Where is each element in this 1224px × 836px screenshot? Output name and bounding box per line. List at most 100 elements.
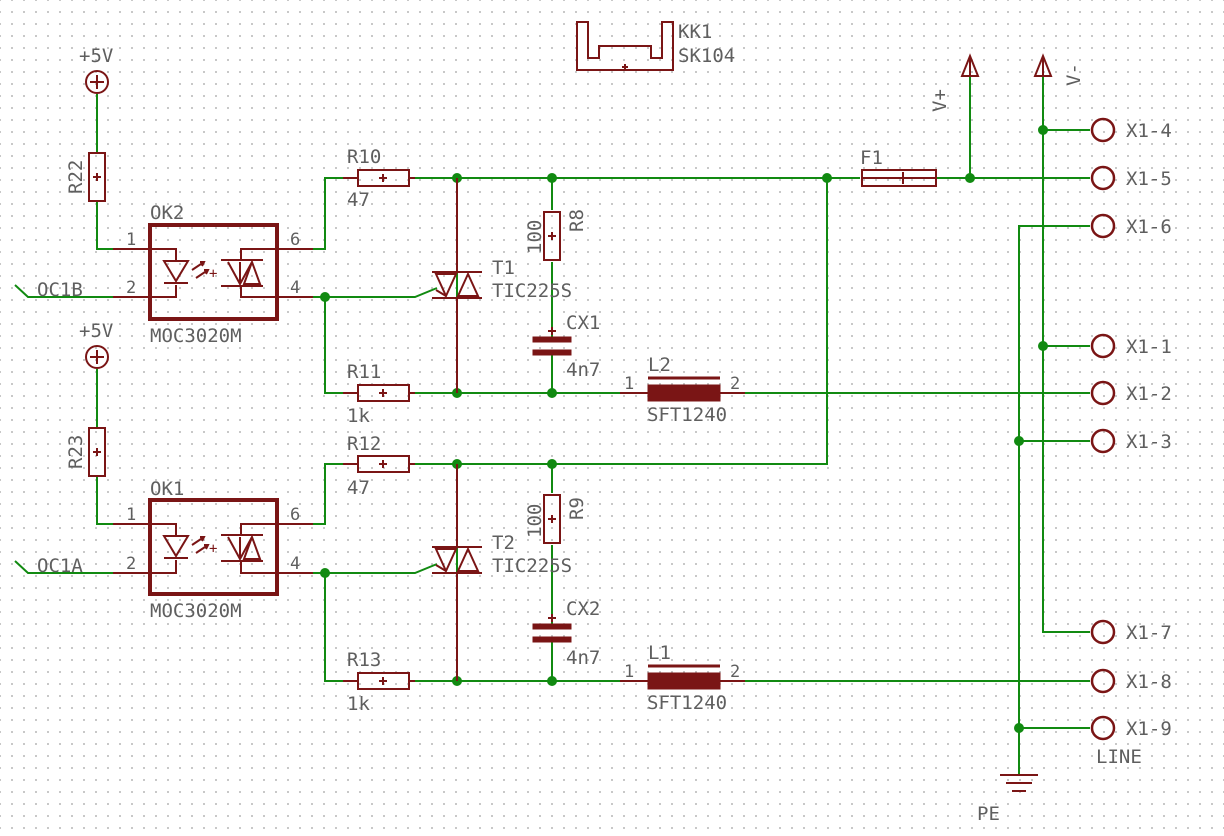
fuse-f1: F1 bbox=[860, 147, 937, 187]
resistor-r22: R22 bbox=[65, 152, 106, 202]
vcc-label: +5V bbox=[79, 45, 113, 67]
junction bbox=[1038, 125, 1048, 135]
triac-name: T2 bbox=[492, 532, 515, 554]
triac-name: T1 bbox=[492, 257, 515, 279]
terminal-x1-4: X1-4 bbox=[1090, 117, 1172, 143]
terminal-label: X1-4 bbox=[1126, 120, 1172, 142]
resistor-name: R8 bbox=[566, 209, 588, 232]
opto-name: OK1 bbox=[150, 478, 184, 500]
signal-label: OC1A bbox=[37, 555, 83, 577]
junction bbox=[320, 568, 330, 578]
inductor-pin-2: 2 bbox=[730, 662, 740, 682]
junction bbox=[547, 459, 557, 469]
heatsink-name: KK1 bbox=[678, 21, 712, 43]
terminal-x1-9: X1-9 bbox=[1090, 715, 1172, 741]
inductor-name: L2 bbox=[648, 354, 671, 376]
inductor-value: SFT1240 bbox=[647, 404, 727, 426]
junction bbox=[1038, 341, 1048, 351]
terminal-label: X1-8 bbox=[1126, 671, 1172, 693]
inductor-pin-1: 1 bbox=[624, 374, 634, 394]
junction bbox=[547, 388, 557, 398]
opto-pin-1: 1 bbox=[126, 505, 136, 525]
terminal-x1-5: X1-5 bbox=[1090, 165, 1172, 191]
opto-pin-6: 6 bbox=[290, 505, 300, 525]
junction bbox=[1014, 436, 1024, 446]
vcc-symbol-2: +5V bbox=[79, 320, 113, 369]
opto-pin-2: 2 bbox=[126, 278, 136, 298]
terminal-label: X1-6 bbox=[1126, 216, 1172, 238]
resistor-name: R12 bbox=[347, 433, 381, 455]
terminal-x1-7: X1-7 bbox=[1090, 619, 1172, 645]
inductor-pin-2: 2 bbox=[730, 374, 740, 394]
triac-value: TIC225S bbox=[492, 280, 572, 302]
resistor-name: R22 bbox=[65, 160, 87, 194]
opto-pin-1: 1 bbox=[126, 230, 136, 250]
wire-pe bbox=[1018, 225, 1090, 775]
wire-rail-bridge bbox=[415, 178, 828, 465]
resistor-r23: R23 bbox=[65, 427, 106, 477]
ground-symbol: PE bbox=[977, 774, 1038, 825]
opto-pin-4: 4 bbox=[290, 554, 300, 574]
resistor-name: R13 bbox=[347, 649, 381, 671]
wire-vminus bbox=[1042, 76, 1090, 633]
resistor-r13: R13 1k bbox=[343, 649, 415, 715]
terminal-label: X1-2 bbox=[1126, 383, 1172, 405]
resistor-name: R9 bbox=[566, 497, 588, 520]
resistor-value: 47 bbox=[347, 477, 370, 499]
junction bbox=[547, 173, 557, 183]
junction bbox=[320, 292, 330, 302]
resistor-value: 47 bbox=[347, 189, 370, 211]
opto-pin-4: 4 bbox=[290, 278, 300, 298]
terminal-x1-2: X1-2 bbox=[1090, 380, 1172, 406]
junction bbox=[547, 676, 557, 686]
junction bbox=[1014, 723, 1024, 733]
terminal-label: X1-5 bbox=[1126, 168, 1172, 190]
opto-value: MOC3020M bbox=[150, 600, 242, 622]
capacitor-value: 4n7 bbox=[566, 359, 600, 381]
signal-label: OC1B bbox=[37, 279, 83, 301]
junction bbox=[965, 173, 975, 183]
resistor-r10: R10 47 bbox=[343, 146, 415, 211]
inductor-name: L1 bbox=[648, 642, 671, 664]
junctions bbox=[320, 125, 1048, 733]
terminal-x1-6: X1-6 bbox=[1090, 213, 1172, 239]
terminal-label: X1-7 bbox=[1126, 622, 1172, 644]
terminal-x1-3: X1-3 bbox=[1090, 428, 1172, 454]
vcc-label: +5V bbox=[79, 320, 113, 342]
capacitor-name: CX1 bbox=[566, 312, 600, 334]
vplus-symbol: V+ bbox=[929, 53, 980, 112]
vplus-label: V+ bbox=[929, 89, 951, 112]
capacitor-name: CX2 bbox=[566, 598, 600, 620]
inductor-value: SFT1240 bbox=[647, 692, 727, 714]
wire-r23-ok1pin1 bbox=[96, 476, 113, 525]
resistor-r8: 100 R8 bbox=[524, 209, 588, 261]
wire-ok2pin6-r10 bbox=[313, 177, 343, 250]
capacitor-cx2: CX2 4n7 bbox=[532, 598, 600, 669]
resistor-r12: R12 47 bbox=[343, 433, 415, 499]
ground-label: PE bbox=[977, 803, 1000, 825]
resistor-name: R10 bbox=[347, 146, 381, 168]
wire-oc1b bbox=[14, 284, 113, 298]
wire-pin4-r13 bbox=[324, 573, 343, 682]
wires bbox=[14, 76, 1090, 775]
plus-mark: + bbox=[209, 266, 217, 282]
vminus-label: V- bbox=[1063, 63, 1085, 86]
resistor-r9: 100 R9 bbox=[524, 494, 588, 544]
connector-x1: X1-4 X1-5 X1-6 X1-1 X1-2 X1-3 X1-7 X1-8 bbox=[1090, 117, 1172, 768]
opto-value: MOC3020M bbox=[150, 325, 242, 347]
resistor-name: R11 bbox=[347, 361, 381, 383]
optocoupler-ok2: + 1 2 6 4 OK2 MOC3020M OC1B bbox=[37, 202, 313, 347]
resistor-value: 100 bbox=[524, 220, 546, 254]
vminus-symbol: V- bbox=[1033, 53, 1085, 86]
terminal-label: X1-1 bbox=[1126, 336, 1172, 358]
heatsink: KK1 SK104 bbox=[576, 21, 735, 71]
opto-name: OK2 bbox=[150, 202, 184, 224]
terminal-x1-8: X1-8 bbox=[1090, 668, 1172, 694]
triac-t1: T1 TIC225S bbox=[432, 178, 572, 393]
resistor-name: R23 bbox=[65, 435, 87, 469]
opto-pin-6: 6 bbox=[290, 230, 300, 250]
terminal-x1-1: X1-1 bbox=[1090, 333, 1172, 359]
plus-mark: + bbox=[209, 541, 217, 557]
